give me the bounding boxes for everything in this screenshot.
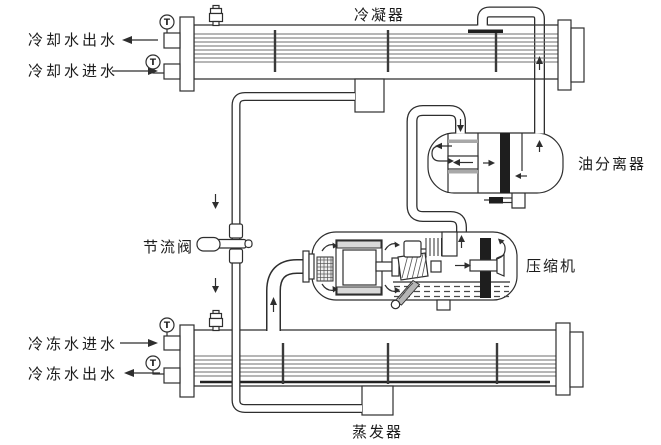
motor-shaft (375, 261, 393, 272)
separator-oil-drain (484, 193, 526, 209)
evaporator-label: 蒸发器 (352, 423, 403, 441)
oil-separator (427, 132, 564, 209)
evaporator-shell (193, 329, 556, 387)
chilled-water-out-label: 冷冻水出水 (28, 365, 118, 383)
discharge-port (455, 254, 505, 277)
throttle-valve (196, 223, 253, 264)
condenser-liquid-sump (354, 78, 385, 113)
separator-band (448, 139, 478, 143)
gauge-letter: T (150, 359, 157, 369)
service-valve-icon (208, 4, 224, 27)
temperature-gauge-icon: T (159, 14, 175, 33)
cooling-water-out-arrow (122, 36, 158, 44)
separator-inlet-down-arrow (457, 119, 464, 132)
chilled-in-nozzle (163, 335, 181, 351)
gauge-letter: T (164, 18, 171, 28)
flow-arrow-right (488, 159, 495, 167)
condenser-tubes (194, 33, 558, 63)
condenser-label: 冷凝器 (354, 6, 405, 24)
cooling-in-nozzle (163, 63, 181, 80)
suction-flange (302, 250, 310, 283)
separator-band (448, 170, 478, 174)
compressor (311, 231, 518, 311)
condenser-end-plate (557, 19, 572, 91)
labels: 冷凝器 冷却水出水 冷却水进水 油分离器 节流阀 压缩机 冷冻水进水 冷冻水出水… (28, 6, 646, 441)
evaporator-baffles (281, 343, 499, 384)
compressor-motor (335, 239, 400, 296)
separator-outlet-arrow (536, 140, 543, 147)
suction-pipe (266, 250, 315, 331)
condenser-inlet-diffuser (468, 29, 503, 33)
drain-filter (489, 197, 503, 204)
evaporator-end-cap (569, 331, 584, 388)
evaporator-end-plate (555, 322, 571, 396)
cooling-water-in-label: 冷却水进水 (28, 62, 118, 80)
rotor-coupling (430, 260, 442, 273)
gauge-letter: T (150, 58, 157, 68)
hot-gas-riser-pipe (477, 6, 545, 134)
condenser (179, 4, 585, 113)
evaporator-tubes (194, 355, 556, 377)
riser-up-arrow (536, 56, 543, 70)
chilled-water-out-arrow (124, 369, 160, 377)
temperature-gauge-icon: T (159, 317, 175, 336)
evaporator-waterbox (179, 324, 195, 398)
discharge-pipe (406, 105, 467, 233)
chilled-water-in-label: 冷冻水进水 (28, 335, 118, 353)
service-valve-icon (208, 309, 224, 332)
gas-flow-arrows (321, 238, 506, 294)
cooling-out-nozzle (163, 32, 181, 49)
suction-up-arrow (270, 297, 277, 312)
flow-arrows (112, 36, 543, 377)
discharge-up-arrow (458, 235, 465, 248)
gauges-and-nozzles: T T T T (145, 14, 181, 384)
separator-coalescer-strip (500, 133, 510, 193)
valve-handle (196, 236, 221, 252)
chilled-out-nozzle (163, 367, 181, 384)
flow-arrow-left (453, 159, 460, 166)
liquid-down-arrow (212, 194, 219, 293)
evaporator (179, 309, 584, 416)
condenser-shell (193, 24, 558, 80)
valve-cap (244, 239, 253, 249)
condenser-baffles (273, 30, 498, 72)
chilled-water-in-arrow (120, 339, 158, 347)
compressor-leg (436, 299, 451, 311)
compressor-label: 压缩机 (526, 257, 577, 275)
slide-valve-assembly (403, 231, 458, 258)
temperature-gauge-icon: T (145, 355, 164, 375)
oil-separator-internals (431, 133, 543, 193)
valve-union-bottom (228, 248, 244, 264)
unloader-piston (441, 231, 458, 257)
suction-filter-screen (316, 256, 334, 282)
oil-separator-shell (427, 132, 564, 194)
valve-union-top (228, 223, 244, 239)
evaporator-liquid-pocket (361, 385, 394, 416)
condenser-end-cap (570, 27, 585, 83)
screw-rotor (397, 252, 442, 281)
condenser-waterbox (179, 16, 195, 92)
gauge-letter: T (164, 321, 171, 331)
oil-separator-label: 油分离器 (578, 155, 646, 173)
temperature-gauge-icon: T (145, 54, 164, 74)
cooling-water-out-label: 冷却水出水 (28, 31, 118, 49)
throttle-valve-label: 节流阀 (143, 238, 194, 256)
suction-flange (308, 253, 315, 280)
oil-suction-strainer (390, 279, 421, 310)
